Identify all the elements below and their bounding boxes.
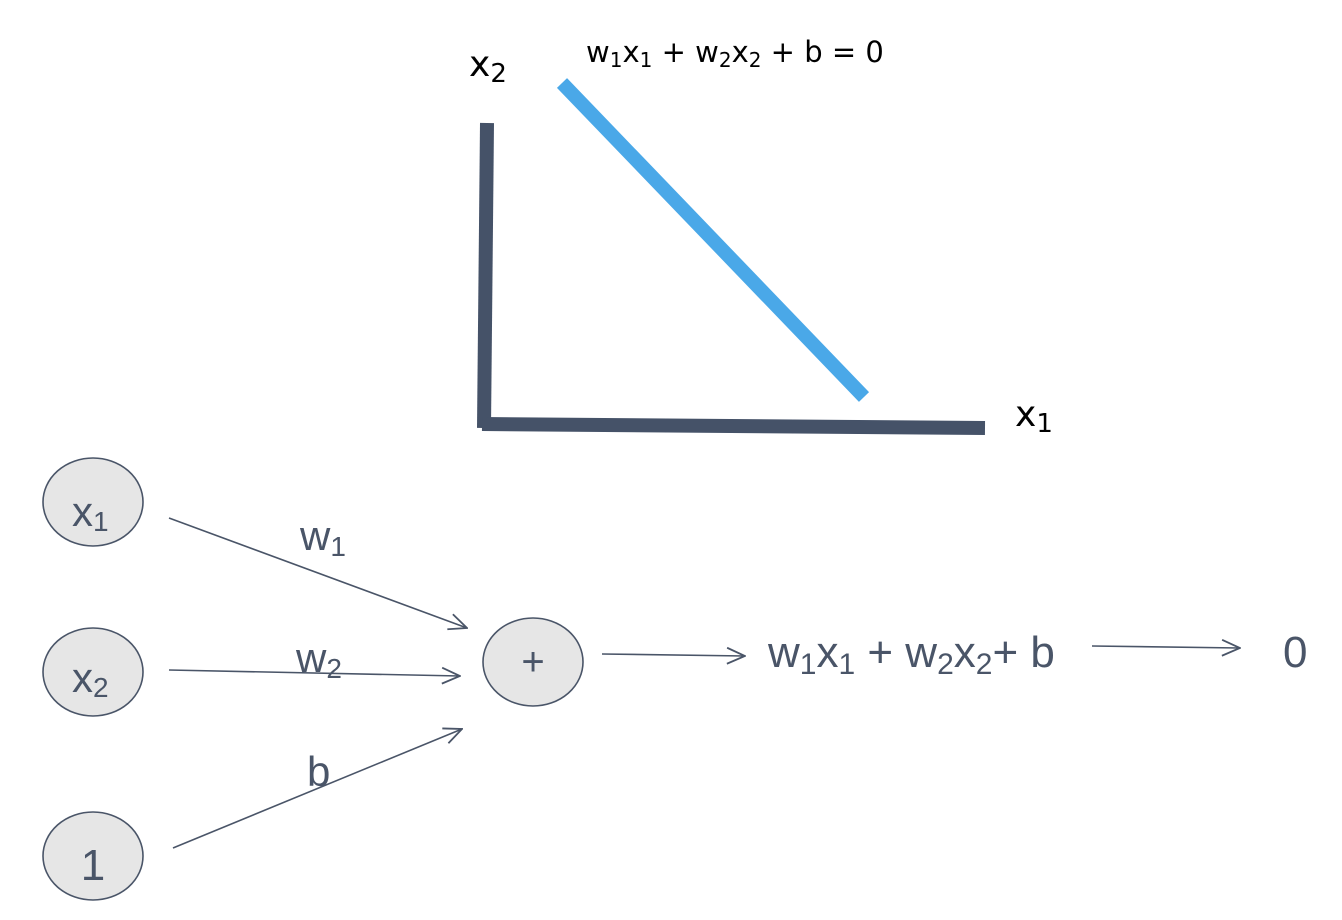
svg-text:x2: x2: [72, 654, 109, 703]
input-node-x1: x1: [42, 457, 144, 547]
edge-x1-to-sum: [168, 517, 467, 628]
svg-text:+: +: [521, 640, 544, 684]
decision-plot: x2 x1 w1x1 + w2x2 + b = 0: [469, 35, 1053, 439]
svg-text:x1: x1: [72, 488, 109, 537]
x1-axis: [481, 417, 986, 435]
sum-node: +: [482, 617, 584, 707]
svg-text:1: 1: [81, 841, 105, 890]
edge-x2-to-sum: [168, 670, 460, 676]
output-value: 0: [1283, 628, 1307, 677]
input-node-x2: x2: [42, 627, 144, 717]
edge-bias-to-sum: [172, 729, 462, 849]
decision-boundary-line: [556, 78, 870, 402]
weight-w2-label: w2: [295, 634, 342, 684]
perceptron-network: x1 x2 1 + w1 w2 b w1x1 + w2x2+ b 0: [42, 457, 1307, 901]
boundary-equation: w1x1 + w2x2 + b = 0: [586, 35, 884, 72]
x2-axis-label: x2: [469, 44, 507, 89]
edge-expression-to-output: [1091, 646, 1240, 648]
x2-axis: [477, 122, 494, 429]
edge-sum-to-expression: [601, 654, 745, 656]
weight-w1-label: w1: [299, 512, 346, 562]
bias-node: 1: [42, 811, 144, 901]
weighted-sum-expression: w1x1 + w2x2+ b: [767, 628, 1055, 681]
x1-axis-label: x1: [1015, 394, 1053, 439]
bias-weight-label: b: [307, 748, 330, 795]
